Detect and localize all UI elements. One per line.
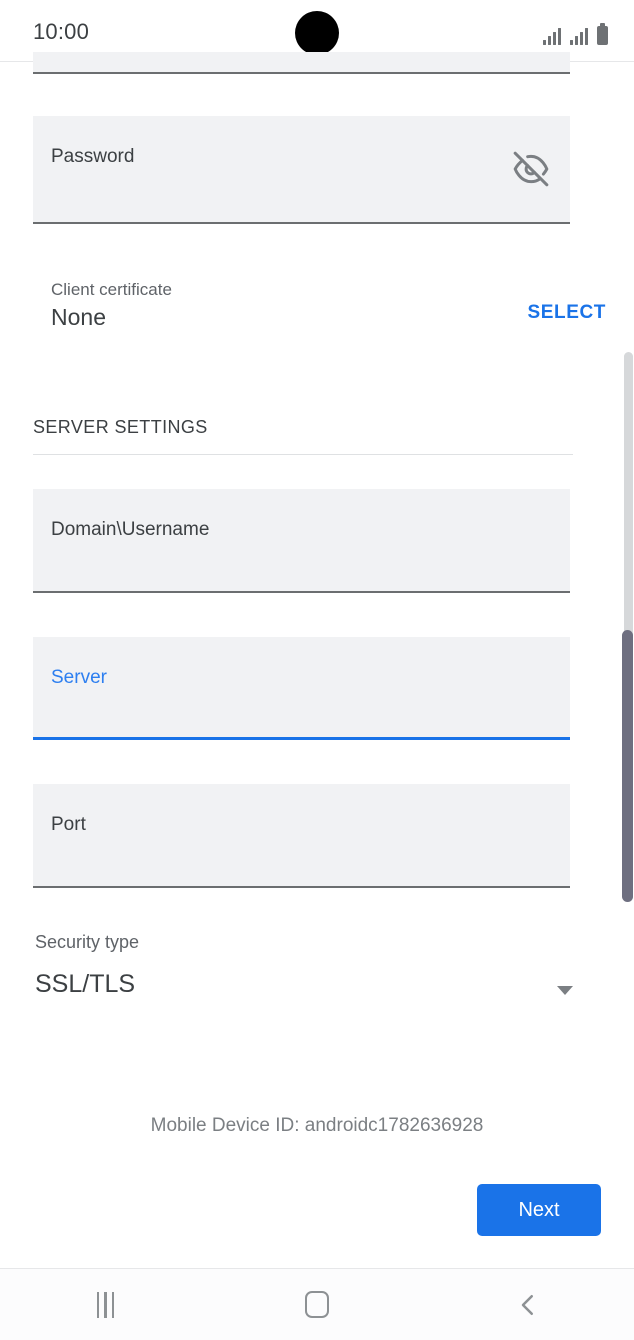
security-type-dropdown[interactable]: Security type SSL/TLS [33,932,573,1012]
camera-cutout [295,11,339,55]
clipped-field-above[interactable] [33,52,570,74]
recents-icon [96,1291,115,1318]
eye-off-icon[interactable] [512,150,550,188]
server-settings-section: SERVER SETTINGS [33,417,573,455]
client-certificate-label: Client certificate [51,280,172,299]
android-navigation-bar [0,1268,634,1340]
port-field-label: Port [51,814,86,835]
back-button[interactable] [423,1269,634,1340]
section-title: SERVER SETTINGS [33,417,208,437]
scrollbar-thumb[interactable] [622,630,633,902]
back-chevron-icon [513,1290,543,1320]
domain-username-field-label: Domain\Username [51,519,210,540]
domain-username-field[interactable]: Domain\Username [33,489,570,593]
section-divider [33,454,573,455]
home-icon [304,1291,329,1318]
password-field-label: Password [51,146,135,167]
recents-button[interactable] [0,1269,211,1340]
chevron-down-icon[interactable] [557,986,573,995]
client-certificate-value: None [51,304,106,330]
select-certificate-button[interactable]: SELECT [527,302,606,323]
status-bar-clock: 10:00 [33,19,90,44]
battery-full-icon [597,23,608,45]
server-field-label: Server [51,667,107,688]
account-setup-form: Password Client certificate None SELECT … [0,52,634,1268]
port-field[interactable]: Port [33,784,570,888]
home-button[interactable] [211,1269,422,1340]
mobile-device-id: Mobile Device ID: androidc1782636928 [150,1115,484,1136]
scrollbar-track[interactable] [624,352,633,902]
next-button[interactable]: Next [477,1184,601,1236]
security-type-label: Security type [35,932,140,952]
signal-bars-icon [570,27,588,45]
status-bar: 10:00 [0,0,634,62]
security-type-value: SSL/TLS [35,970,136,998]
signal-bars-icon [543,27,561,45]
client-certificate-row: Client certificate None SELECT [0,274,634,370]
server-field[interactable]: Server [33,637,570,740]
status-bar-icons [543,17,608,45]
password-field[interactable]: Password [33,116,570,224]
